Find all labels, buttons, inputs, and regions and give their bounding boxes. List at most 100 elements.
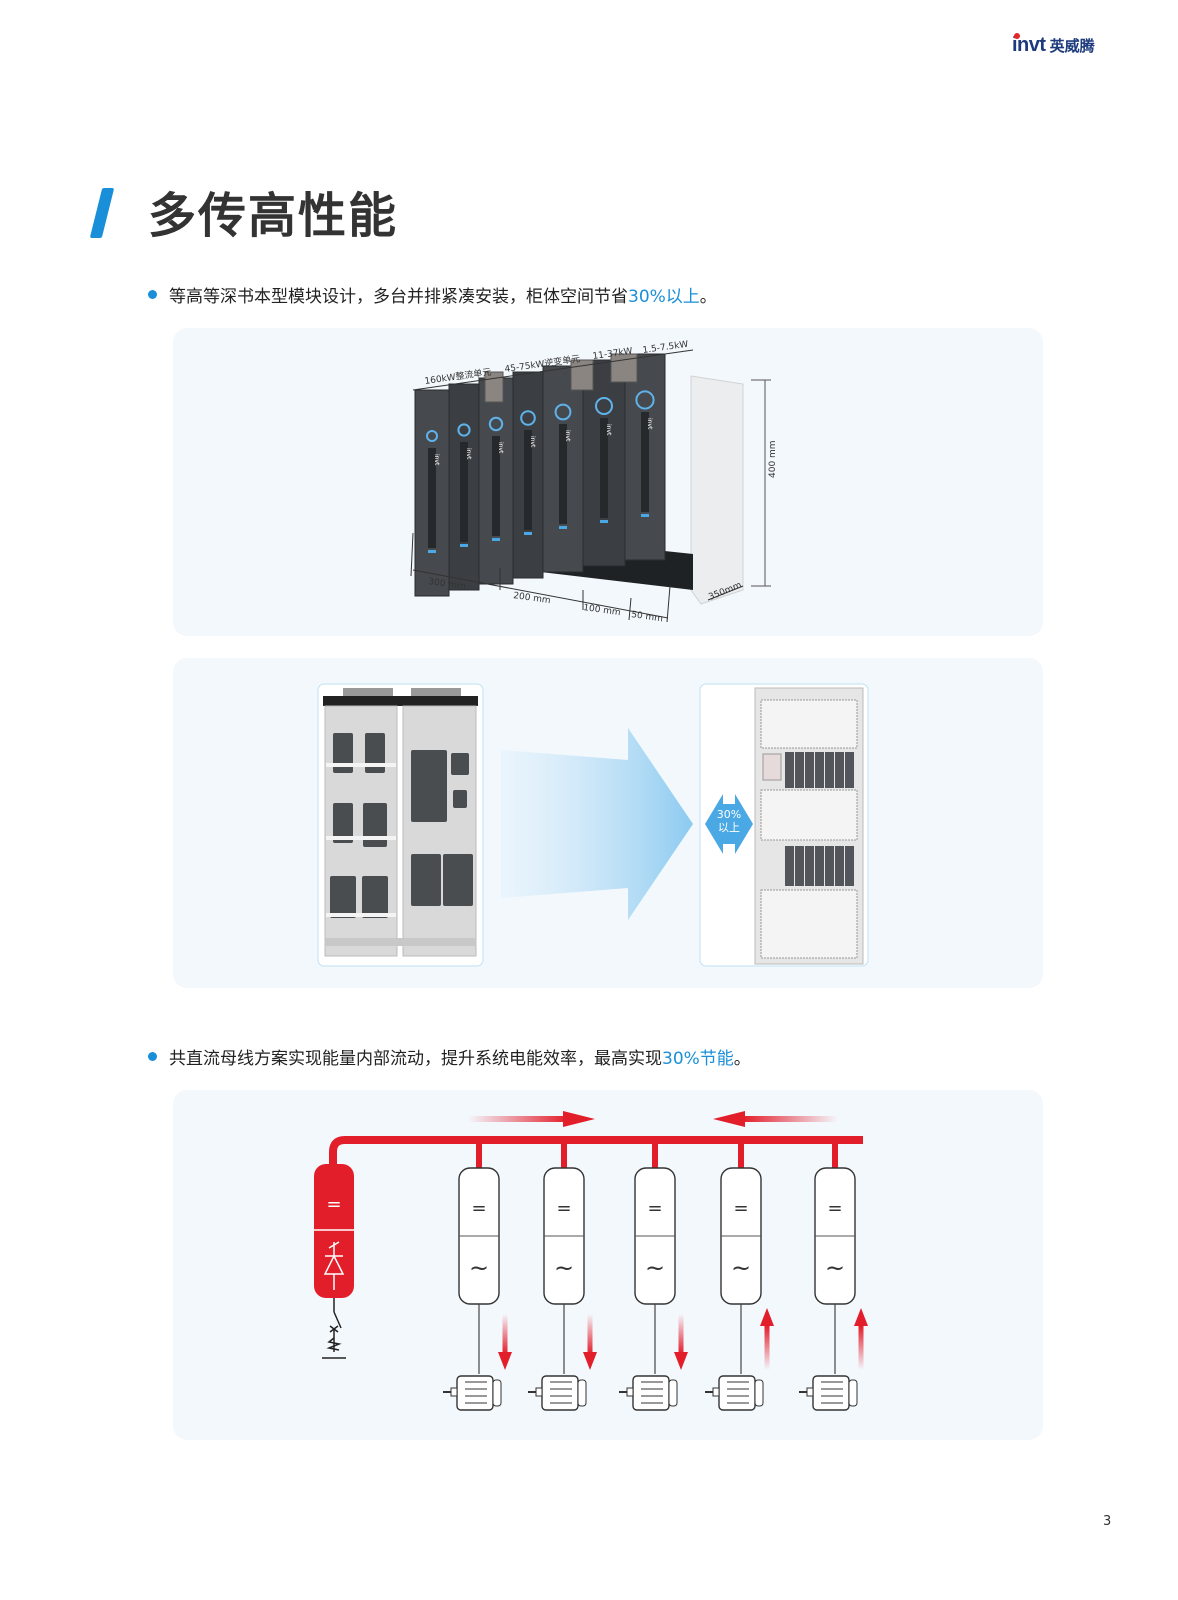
bullet-1-highlight: 30%以上 — [628, 287, 700, 307]
book-module — [805, 752, 814, 788]
book-module — [805, 846, 814, 886]
drive-unit: =~ — [799, 1140, 868, 1411]
inverter-drive — [411, 750, 447, 822]
energy-flow-up-arrow — [854, 1308, 868, 1370]
vent-grille — [411, 688, 461, 696]
cabinet-top-bar — [323, 696, 478, 706]
bus-flow-arrow-right — [468, 1111, 595, 1127]
module-brand-label: invt — [529, 436, 536, 448]
mesh-guard — [760, 699, 858, 749]
ac-symbol: ~ — [731, 1254, 751, 1282]
ac-symbol: ~ — [645, 1254, 665, 1282]
cabinet-bay — [402, 705, 477, 957]
ac-symbol: ~ — [825, 1254, 845, 1282]
height-label: 400 mm — [768, 440, 778, 478]
module-brand-label: invt — [646, 418, 653, 430]
motor-icon — [528, 1375, 587, 1411]
cabinet-comparison-panel: 30% 以上 — [173, 658, 1043, 988]
cabinet-comparison-figure: 30% 以上 — [317, 683, 869, 967]
book-module — [795, 846, 804, 886]
module-brand-label: invt — [433, 454, 440, 466]
drive-units: =~=~=~=~=~ — [443, 1140, 868, 1411]
width-200: 200 mm — [513, 591, 552, 606]
dc-bus-line — [329, 1136, 863, 1168]
bullet-2-highlight: 30%节能 — [662, 1049, 734, 1069]
logo-wordmark: invt — [1012, 33, 1046, 57]
drive-unit: =~ — [528, 1140, 597, 1411]
section-title: 多传高性能 — [148, 188, 399, 244]
width-100: 100 mm — [583, 603, 622, 618]
mesh-guard — [760, 889, 858, 959]
bottom-dimension-line — [412, 569, 669, 619]
status-ring-icon — [426, 430, 438, 442]
logo-cn-text: 英威腾 — [1049, 37, 1095, 55]
book-module — [795, 752, 804, 788]
energy-flow-down-arrow — [674, 1314, 688, 1370]
drive-unit: =~ — [705, 1140, 774, 1411]
inverter-drive — [453, 790, 467, 808]
status-ring-icon — [520, 410, 536, 426]
module-top-panel — [570, 359, 594, 391]
bullet-dot — [148, 1052, 157, 1061]
dc-symbol: = — [827, 1198, 842, 1219]
breaker-icon — [762, 753, 782, 781]
dc-symbol: = — [733, 1198, 748, 1219]
dc-bus-diagram: = =~=~=~=~=~ — [314, 1111, 868, 1411]
bullet-2-suffix: 。 — [733, 1049, 751, 1069]
saving-double-arrow-icon — [705, 794, 753, 854]
top-dimension-line — [412, 349, 694, 391]
grid-breaker-icon — [322, 1298, 346, 1359]
bullet-dot — [148, 290, 157, 299]
drive-module: invt — [448, 383, 480, 591]
inverter-drive — [363, 803, 387, 847]
book-module — [845, 752, 854, 788]
drive-module: invt — [512, 371, 544, 579]
bus-tap — [652, 1140, 658, 1170]
ac-symbol: ~ — [554, 1254, 574, 1282]
dc-bus-panel: = =~=~=~=~=~ — [173, 1090, 1043, 1440]
drive-unit: =~ — [443, 1140, 512, 1411]
module-brand-label: invt — [465, 448, 472, 460]
bus-tap — [476, 1140, 482, 1170]
motor-icon — [705, 1375, 764, 1411]
bullet-1-suffix: 。 — [699, 287, 717, 307]
status-ring-icon — [457, 423, 471, 437]
motor-icon — [619, 1375, 678, 1411]
width-50: 50 mm — [631, 610, 664, 624]
inverter-drive — [451, 753, 469, 775]
dc-symbol: = — [647, 1198, 662, 1219]
inverter-drive — [362, 876, 388, 918]
energy-flow-down-arrow — [498, 1314, 512, 1370]
rectifier-dc-symbol: = — [326, 1194, 341, 1215]
shelf — [326, 763, 396, 767]
ac-symbol: ~ — [469, 1254, 489, 1282]
vent-grille — [343, 688, 393, 696]
book-module — [845, 846, 854, 886]
side-panel — [690, 375, 744, 605]
logo-en-text: invt — [1012, 34, 1046, 56]
logo-dot — [1014, 33, 1020, 39]
book-module — [825, 846, 834, 886]
drive-module: invt — [414, 389, 450, 597]
bullet-2-text: 共直流母线方案实现能量内部流动，提升系统电能效率，最高实现 — [169, 1049, 662, 1069]
dc-symbol: = — [556, 1198, 571, 1219]
book-module — [825, 752, 834, 788]
motor-icon — [443, 1375, 502, 1411]
mesh-guard — [760, 789, 858, 841]
dc-symbol: = — [471, 1198, 486, 1219]
bus-tap — [832, 1140, 838, 1170]
book-module — [835, 846, 844, 886]
page-number: 3 — [1103, 1514, 1112, 1529]
shelf — [326, 913, 396, 917]
bullet-1-text: 等高等深书本型模块设计，多台并排紧凑安装，柜体空间节省 — [169, 287, 628, 307]
module-brand-label: invt — [605, 424, 612, 436]
saving-label-percent: 30% — [717, 808, 741, 821]
bus-flow-arrow-left — [713, 1111, 838, 1127]
energy-flow-down-arrow — [583, 1314, 597, 1370]
status-ring-icon — [554, 403, 572, 421]
book-module — [835, 752, 844, 788]
